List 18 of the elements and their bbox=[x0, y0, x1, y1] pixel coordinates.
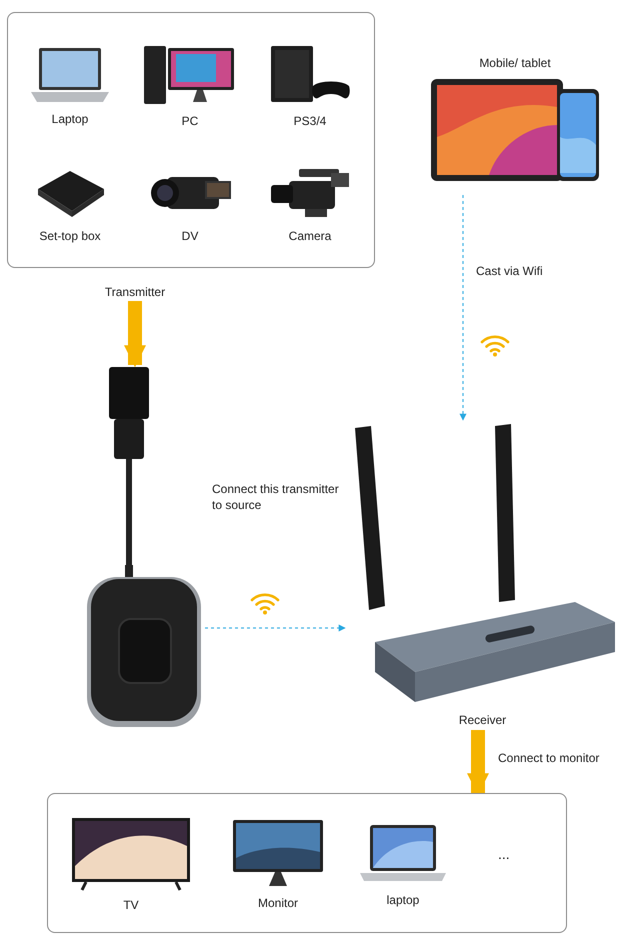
arrow bbox=[460, 194, 466, 421]
device-caption: TV bbox=[123, 898, 139, 913]
device-caption: PC bbox=[182, 114, 198, 128]
device-caption: Camera bbox=[288, 228, 332, 244]
device-panel bbox=[7, 12, 375, 268]
arrow bbox=[204, 624, 346, 632]
arrow bbox=[124, 301, 146, 368]
device-caption: Monitor bbox=[258, 896, 298, 911]
device-caption: Laptop bbox=[52, 112, 88, 126]
arrow bbox=[467, 730, 489, 796]
device-caption: Set-top box bbox=[39, 228, 101, 244]
device-caption: PS3/4 bbox=[294, 114, 326, 128]
device-caption: DV bbox=[182, 228, 198, 244]
device-caption: Receiver bbox=[458, 713, 506, 728]
device-panel bbox=[47, 793, 567, 933]
device-caption: laptop bbox=[386, 893, 420, 908]
device-caption: Mobile/ tablet bbox=[479, 56, 551, 71]
device-caption: Transmitter bbox=[104, 284, 166, 300]
